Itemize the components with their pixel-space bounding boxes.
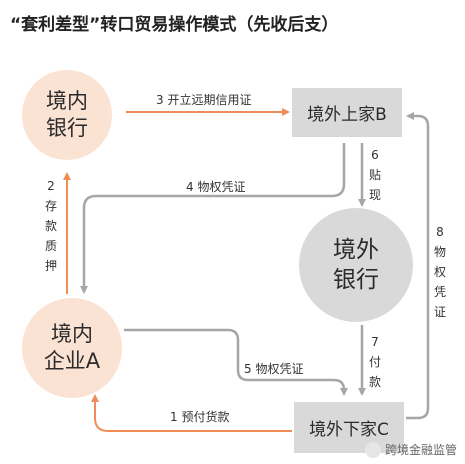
edge-label-6: 6贴现 (368, 148, 381, 202)
edge-label-3: 3 开立远期信用证 (156, 93, 252, 107)
domestic-bank-label: 境内 银行 (46, 89, 88, 140)
watermark-text: 跨境金融监管 (384, 443, 457, 457)
edge-label-1: 1 预付货款 (170, 410, 230, 424)
domestic-bank-node: 境内 银行 (22, 70, 112, 160)
domestic-company-a-node: 境内 企业A (22, 298, 122, 398)
overseas-seller-c-node: 境外下家C (294, 402, 404, 453)
arrow-4 (80, 143, 346, 294)
edge-label-7: 7付款 (368, 335, 381, 389)
edge-label-8: 8物权凭证 (433, 225, 446, 319)
overseas-bank-node: 境外 银行 (299, 208, 413, 322)
overseas-buyer-b-label: 境外上家B (307, 105, 387, 125)
edge-label-5: 5 物权凭证 (244, 362, 304, 376)
arrow-1 (91, 394, 292, 432)
edge-label-4: 4 物权凭证 (186, 180, 246, 194)
domestic-company-a-label: 境内 企业A (43, 322, 101, 373)
overseas-seller-c-label: 境外下家C (309, 420, 389, 440)
watermark: 跨境金融监管 (364, 441, 457, 458)
arrow-5 (124, 328, 348, 396)
arrow-8 (406, 112, 430, 420)
edge-label-2: 2存款质押 (44, 179, 57, 273)
overseas-bank-label: 境外 银行 (333, 237, 379, 293)
diagram-title: “套利差型”转口贸易操作模式（先收后支） (10, 15, 339, 35)
overseas-buyer-b-node: 境外上家B (292, 88, 402, 137)
wechat-icon (364, 441, 381, 458)
